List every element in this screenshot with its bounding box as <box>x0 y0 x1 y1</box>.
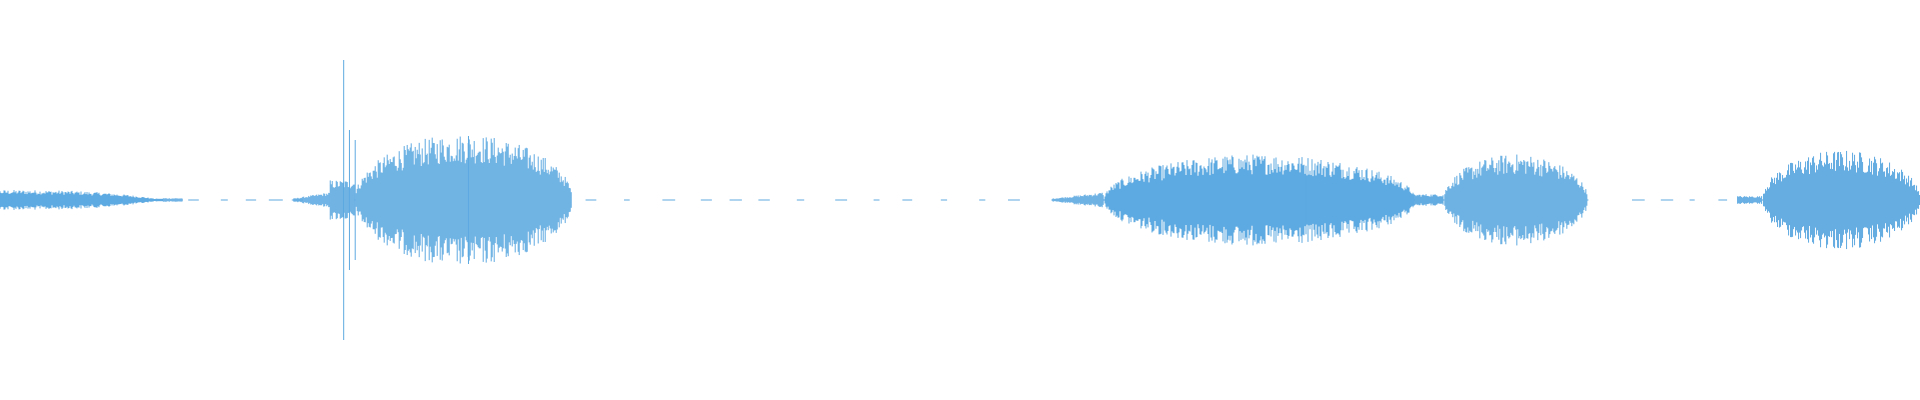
waveform-silence-tick <box>796 199 805 201</box>
waveform-silence-tick <box>1689 199 1695 201</box>
waveform-silence-tick <box>1632 199 1645 201</box>
waveform-segment <box>1762 150 1920 250</box>
waveform-segment <box>1103 154 1416 246</box>
waveform-silence-tick <box>662 199 676 201</box>
waveform-layer <box>0 60 1920 340</box>
waveform-segment <box>162 198 183 202</box>
waveform-silence-tick <box>940 199 948 201</box>
waveform-silence-tick <box>585 199 597 201</box>
waveform-segment <box>293 192 331 208</box>
waveform-segment <box>354 136 572 264</box>
waveform-segment <box>1443 154 1589 246</box>
waveform-silence-tick <box>979 199 986 201</box>
waveform-segment <box>0 190 164 210</box>
waveform-silence-tick <box>220 199 228 201</box>
waveform-silence-tick <box>873 199 880 201</box>
waveform-silence-tick <box>245 199 257 201</box>
waveform-silence-tick <box>700 199 712 201</box>
waveform-silence-tick <box>902 199 913 201</box>
waveform-segment <box>329 180 355 220</box>
waveform-silence-tick <box>835 199 848 201</box>
waveform-silence-tick <box>268 199 283 201</box>
waveform-silence-tick <box>1660 199 1674 201</box>
waveform-segment <box>1737 196 1763 204</box>
waveform-silence-tick <box>758 199 770 201</box>
waveform-silence-tick <box>729 199 742 201</box>
waveform-silence-tick <box>1008 199 1020 201</box>
waveform-silence-tick <box>1718 199 1728 201</box>
waveform-silence-tick <box>624 199 630 201</box>
waveform-segment <box>1414 194 1444 206</box>
waveform-segment <box>1051 192 1104 208</box>
waveform-silence-tick <box>188 199 199 201</box>
